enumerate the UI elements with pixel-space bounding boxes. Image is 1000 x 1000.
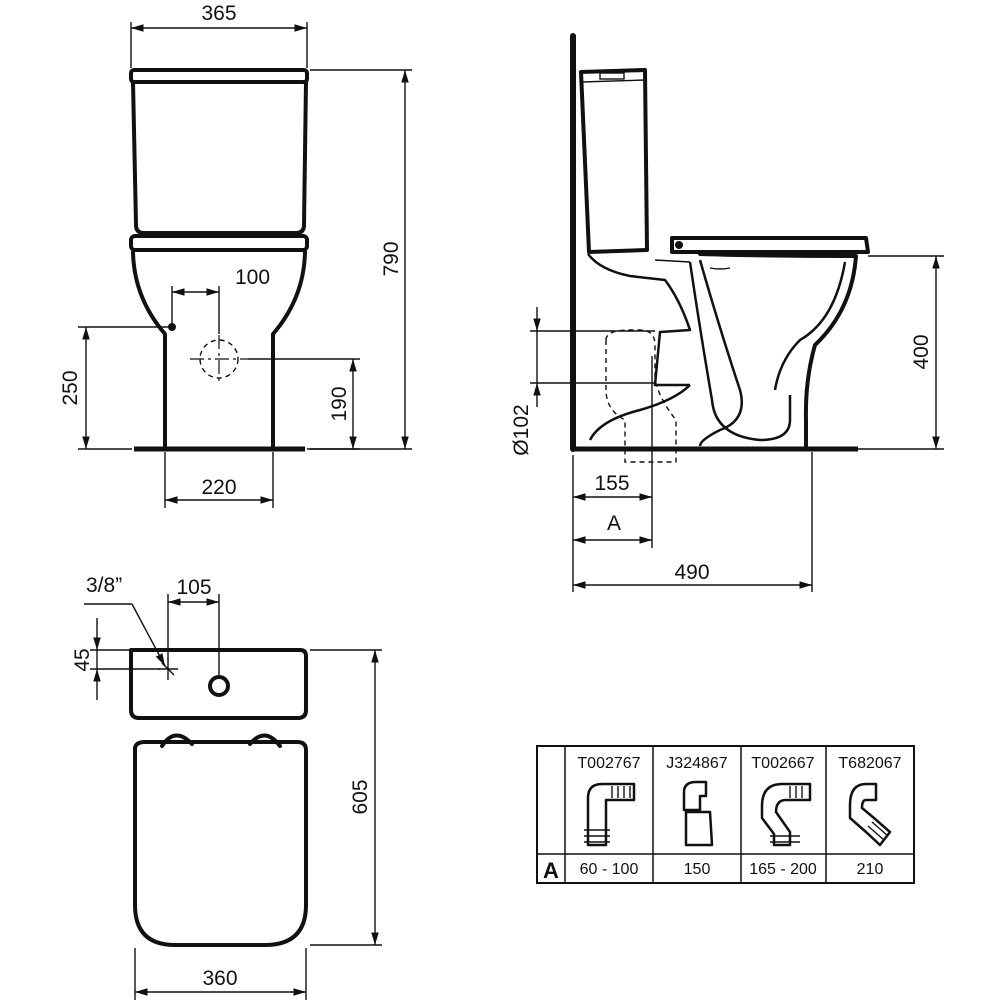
seat-band — [129, 234, 309, 252]
cistern-body — [131, 80, 308, 235]
seat-top — [133, 740, 308, 947]
seat-lid-side — [670, 236, 870, 254]
pan-connector-offset-bend-icon — [760, 782, 812, 847]
dim-seat-height: 400 — [910, 334, 933, 369]
table-code-4: T682067 — [838, 755, 901, 772]
table-code-1: T002767 — [577, 755, 640, 772]
pan-connector-straight-icon — [682, 780, 714, 847]
table-code-2: J324867 — [666, 755, 727, 772]
dim-hole-offset: 45 — [71, 648, 94, 671]
dim-inlet-height: 250 — [59, 370, 82, 405]
pan-connector-45-bend-icon — [848, 782, 892, 847]
pan-connector-90-bend-icon — [584, 782, 636, 847]
label-inlet-thread: 3/8” — [86, 574, 122, 597]
connector-table: A T002767 60 - 100 J324867 150 T002667 1… — [536, 745, 915, 884]
pan-base — [587, 253, 692, 387]
flush-hole — [208, 675, 230, 697]
table-range-2: 150 — [684, 861, 711, 878]
side-view: 400 Ø102 155 A 490 — [510, 33, 944, 592]
top-view: 3/8” 105 45 605 360 — [71, 574, 382, 1000]
pan-left-contour — [131, 250, 167, 450]
dim-outlet-diameter: Ø102 — [510, 404, 533, 455]
dim-top-width: 360 — [202, 967, 237, 990]
trap-inner — [698, 259, 743, 447]
dim-total-height: 790 — [380, 241, 403, 276]
table-range-4: 210 — [857, 861, 884, 878]
cistern-lid — [129, 68, 309, 84]
bowl-outer — [698, 252, 858, 451]
table-range-3: 165 - 200 — [749, 861, 817, 878]
dim-base-width: 220 — [201, 476, 236, 499]
cistern-side — [579, 68, 649, 254]
dim-outlet-distance: 155 — [594, 472, 629, 495]
dim-hole-spacing: 105 — [176, 576, 211, 599]
table-code-3: T002667 — [751, 755, 814, 772]
pan-right-contour — [271, 250, 307, 450]
table-range-1: 60 - 100 — [580, 861, 639, 878]
table-row-label: A — [543, 858, 559, 883]
dim-inlet-offset: 100 — [235, 266, 270, 289]
inlet-point — [168, 323, 176, 331]
dim-depth: 490 — [674, 561, 709, 584]
dim-top-depth: 605 — [349, 779, 372, 814]
front-view: 365 790 100 250 190 220 — [59, 2, 412, 508]
cistern-top — [129, 648, 308, 720]
dim-variable-a: A — [607, 512, 621, 535]
dim-outlet-height: 190 — [328, 386, 351, 421]
outlet-hidden-connector — [605, 329, 677, 463]
dim-front-width: 365 — [201, 2, 236, 25]
